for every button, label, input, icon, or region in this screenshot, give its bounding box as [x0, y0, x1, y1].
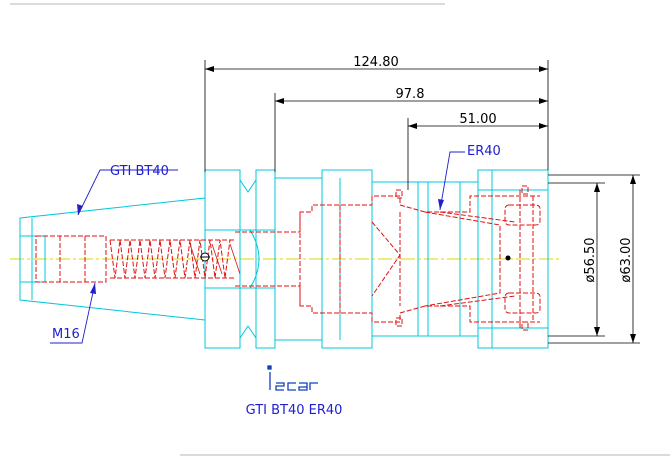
frame-lines: [10, 3, 670, 456]
dim-diameter-inner: ø56.50: [583, 237, 598, 282]
dimension-lines: [204, 60, 640, 344]
spring: [109, 239, 231, 279]
dim-diameter-outer: ø63.00: [619, 237, 634, 282]
callout-taper: GTI BT40: [110, 164, 169, 179]
drawing-caption: GTI BT40 ER40: [246, 403, 343, 418]
hatch-pattern: [189, 243, 241, 275]
callout-thread: M16: [52, 327, 80, 342]
center-marks: [200, 252, 511, 262]
brand-logo: [267, 365, 318, 391]
internal-bore: [35, 185, 541, 331]
arrowheads: [205, 66, 636, 343]
dim-collet-length: 51.00: [459, 112, 496, 127]
dim-gauge-length: 97.8: [396, 87, 425, 102]
taper-shank: [19, 197, 206, 321]
dim-overall-length: 124.80: [353, 55, 399, 70]
callout-leaders: [50, 151, 465, 344]
callout-collet: ER40: [467, 144, 501, 159]
holder-outline: [19, 169, 549, 349]
callout-arrowheads: [77, 199, 444, 294]
